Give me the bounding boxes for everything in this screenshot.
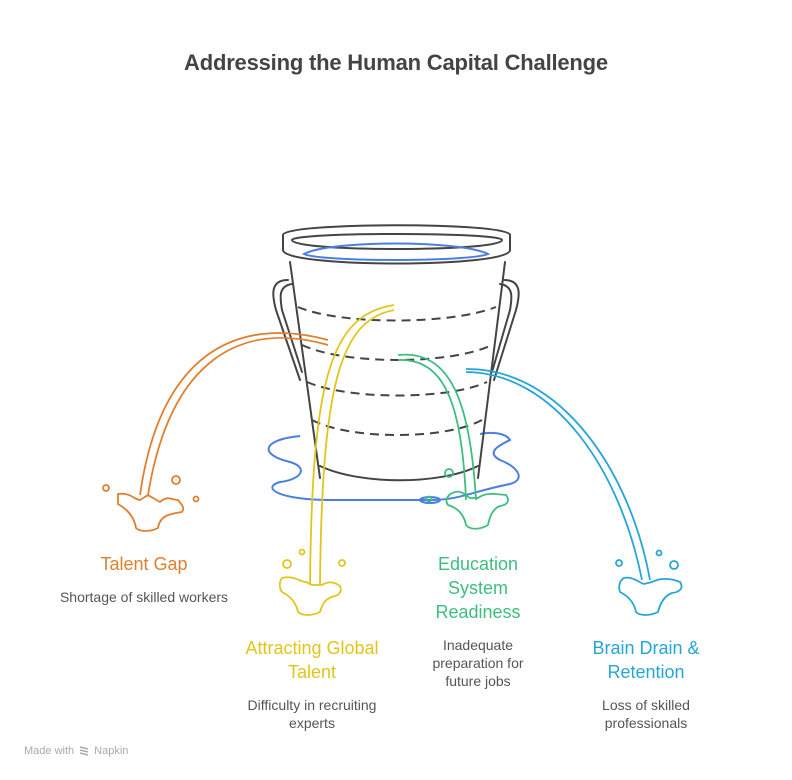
item-label: Education System Readiness [435, 554, 521, 622]
bucket-bands [297, 306, 497, 436]
item-label: Brain Drain & Retention [592, 638, 700, 682]
item-label: Attracting Global Talent [245, 638, 379, 682]
bucket-icon [272, 224, 520, 482]
item-description: Shortage of skilled workers [59, 589, 229, 605]
item-description: Inadequate preparation for future jobs [432, 637, 524, 689]
napkin-logo-icon [79, 746, 89, 756]
stream-talent-gap [139, 332, 329, 496]
footer-attribution: Made with Napkin [24, 745, 128, 757]
splash-education [425, 468, 509, 530]
napkin-brand-text: Napkin [94, 745, 129, 757]
item-label: Talent Gap [100, 554, 188, 574]
item-brain-drain-retention: Brain Drain & Retention Loss of skilled … [561, 636, 731, 732]
item-attracting-global-talent: Attracting Global Talent Difficulty in r… [227, 636, 397, 732]
item-description: Difficulty in recruiting experts [247, 697, 377, 731]
stream-global-talent [309, 304, 395, 586]
stream-brain-drain [465, 368, 651, 581]
item-description: Loss of skilled professionals [602, 697, 690, 731]
item-education-system-readiness: Education System Readiness Inadequate pr… [408, 552, 548, 690]
splash-global-talent [278, 548, 346, 616]
stream-education [397, 353, 477, 501]
splash-talent-gap [102, 475, 200, 532]
diagram-title: Addressing the Human Capital Challenge [184, 50, 608, 75]
splash-brain-drain [615, 549, 683, 616]
water-puddle [267, 431, 520, 504]
item-talent-gap: Talent Gap Shortage of skilled workers [59, 552, 229, 606]
made-with-text: Made with [24, 745, 75, 757]
